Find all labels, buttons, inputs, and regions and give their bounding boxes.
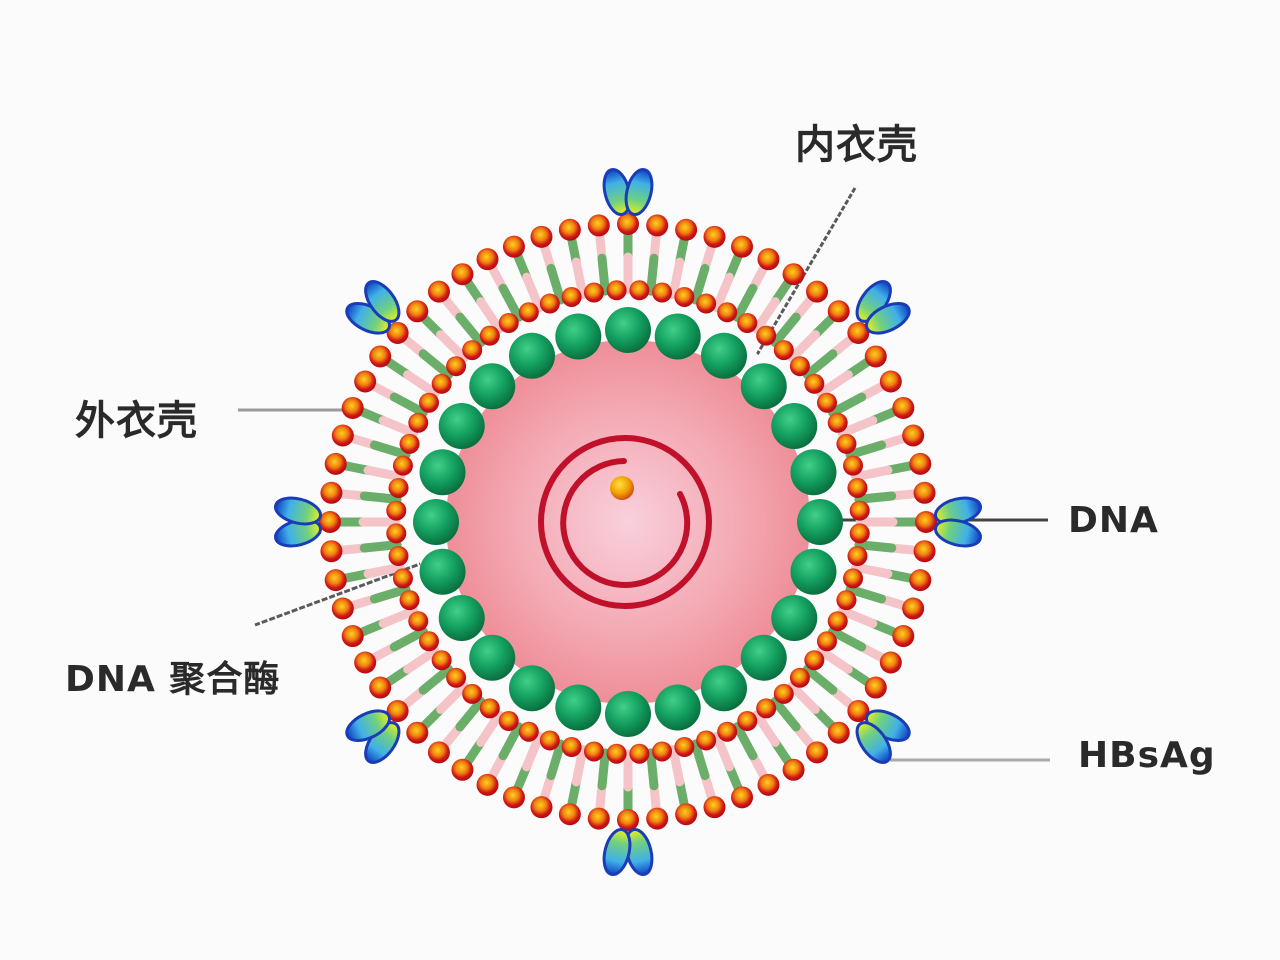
label-outer-shell: 外衣壳	[75, 398, 198, 444]
dna-polymerase-icon	[610, 476, 634, 500]
core	[446, 340, 810, 704]
dna-icon	[538, 435, 712, 609]
label-inner-shell: 内衣壳	[795, 122, 918, 168]
outer-shell-lipid-bilayer	[319, 213, 937, 831]
label-dna: DNA	[1068, 500, 1159, 541]
label-hbsag: HBsAg	[1078, 735, 1216, 776]
inner-shell-capsid	[413, 307, 843, 737]
label-dna-polymerase: DNA 聚合酶	[65, 659, 281, 700]
